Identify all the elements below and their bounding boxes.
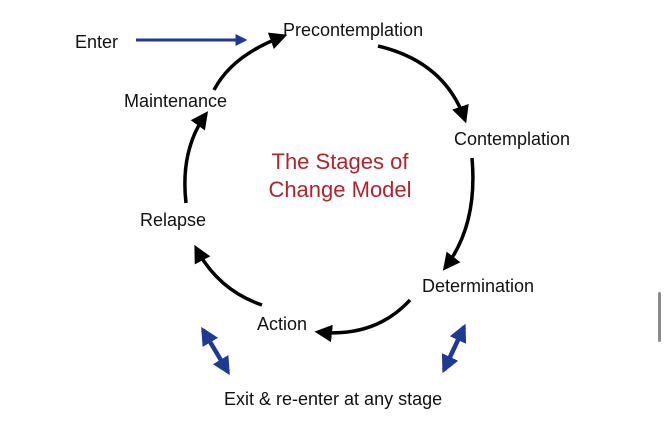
exit-reenter-arrow-left xyxy=(201,326,230,376)
arrow-precontemplation-to-contemplation xyxy=(377,44,469,124)
arrow-contemplation-to-determination xyxy=(442,157,475,271)
diagram-title-line-2: Change Model xyxy=(268,176,412,202)
arrow-action-to-relapse xyxy=(194,244,263,307)
stage-contemplation: Contemplation xyxy=(454,129,571,149)
arrow-determination-to-action xyxy=(314,298,412,343)
arrow-maintenance-to-precontemplation xyxy=(212,32,288,91)
arrow-relapse-to-maintenance xyxy=(183,111,209,204)
exit-reenter-label: Exit & re-enter at any stage xyxy=(224,389,443,409)
scrollbar-thumb[interactable] xyxy=(658,292,661,342)
stage-relapse: Relapse xyxy=(140,210,207,230)
enter-label: Enter xyxy=(75,32,119,52)
stage-action: Action xyxy=(257,314,308,334)
diagram-title: The Stages of Change Model xyxy=(250,148,430,203)
diagram-title-line-1: The Stages of xyxy=(271,149,409,174)
stage-maintenance: Maintenance xyxy=(124,91,228,111)
exit-reenter-arrow-right xyxy=(441,323,467,374)
stage-determination: Determination xyxy=(422,276,535,296)
stage-precontemplation: Precontemplation xyxy=(283,20,424,40)
